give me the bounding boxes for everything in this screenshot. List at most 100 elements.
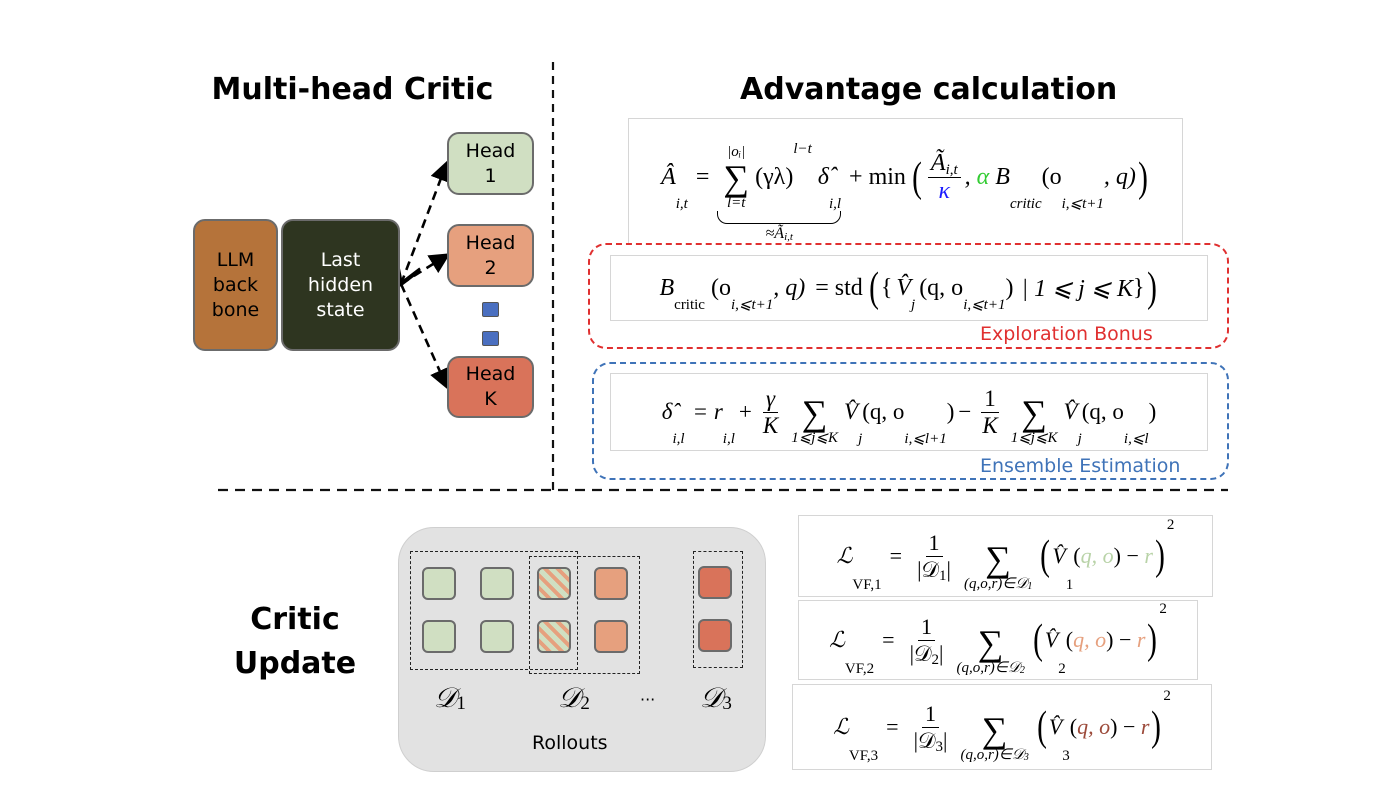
brace-close: } [1132, 274, 1145, 301]
sigma: ∑ [1021, 392, 1047, 433]
numerator: 1 [918, 614, 936, 641]
subscript: VF,2 [844, 660, 875, 677]
arrow-to-head-k [399, 283, 450, 390]
kappa: κ [938, 178, 951, 204]
subscript: 2 [931, 651, 940, 668]
paren-close: ) [946, 399, 955, 424]
rollout-sample [594, 567, 628, 600]
paren-open: ( [868, 265, 879, 311]
denominator: |𝒟 [909, 640, 932, 666]
sum: ∑1⩽j⩽K [1011, 395, 1058, 446]
brace-open: { [880, 274, 893, 301]
loss-symbol: ℒ [836, 543, 853, 568]
v-hat: V̂ [1063, 399, 1078, 424]
llm-backbone-block: LLM back bone [193, 219, 278, 351]
sigma: ∑ [723, 157, 750, 198]
loss-symbol: ℒ [833, 714, 849, 739]
subscript: i,⩽l+1 [904, 430, 947, 447]
subscript: i,⩽l [1123, 430, 1149, 447]
minus: − [1117, 714, 1141, 739]
reward: r [1136, 627, 1146, 652]
subscript: 2 [580, 693, 590, 714]
square: 2 [1159, 600, 1167, 617]
plus-min: + min [849, 164, 906, 190]
minus: − [1120, 543, 1145, 568]
subscript: 1 [1027, 580, 1033, 592]
gamma-lambda: (γλ) [755, 164, 794, 190]
paren-open: ( [1032, 617, 1043, 663]
rollout-sample [698, 619, 732, 652]
subscript: 2 [1019, 664, 1025, 676]
subscript: j [911, 297, 916, 313]
minus: − [958, 399, 972, 424]
reward: r [1144, 543, 1153, 568]
subscript: 1 [456, 693, 466, 714]
delta: δ̂ [661, 399, 673, 424]
subset-d3-outline [693, 551, 743, 668]
subset-d1-outline [410, 551, 578, 670]
subscript: 3 [722, 693, 732, 714]
bar: | [943, 727, 948, 753]
rollout-sample [594, 620, 628, 653]
rollout-sample [422, 567, 456, 600]
paren-open: ( [1036, 704, 1047, 750]
q-o: q, o [1073, 627, 1107, 652]
sigma: ∑ [801, 392, 828, 433]
superscript: l−t [793, 140, 812, 157]
head-k-block: Head K [447, 356, 534, 418]
delta: δ̂ [817, 164, 829, 190]
paren: ) [1106, 627, 1114, 652]
numerator: 1 [922, 701, 940, 728]
subscript: i,⩽t+1 [963, 297, 1006, 313]
ellipsis-dot-icon [482, 302, 499, 317]
equals: = [882, 627, 895, 652]
sum-upper: |oᵢ| [727, 143, 746, 160]
denominator: |𝒟 [917, 556, 940, 582]
rollout-sample [480, 620, 514, 653]
numerator: 1 [981, 386, 999, 413]
paren-close: ) [1146, 265, 1157, 311]
subscript: 2 [1058, 660, 1066, 677]
paren: ( [1065, 627, 1074, 652]
advantage-symbol: Â [661, 164, 676, 190]
bar: | [946, 556, 951, 582]
v-hat: V̂ [1044, 627, 1059, 652]
ellipsis-dot-icon [482, 331, 499, 346]
v-hat: V̂ [844, 399, 859, 424]
subset-ellipsis: ··· [640, 690, 656, 709]
rollout-sample-shared [537, 620, 571, 653]
arrow-to-head-2 [400, 253, 451, 286]
d-symbol: 𝒟 [700, 683, 723, 714]
subscript: critic [674, 297, 705, 313]
exploration-bonus-group [588, 243, 1229, 349]
underbrace [717, 210, 842, 224]
subscript: i,t [945, 162, 958, 178]
equals: = [695, 164, 710, 190]
subscript: 3 [935, 738, 944, 755]
v-hat: V̂ [1052, 543, 1066, 568]
approx-a: ≈Ã [765, 224, 785, 242]
sum-lower: 1⩽j⩽K [1010, 429, 1058, 446]
subscript: 1 [1065, 576, 1074, 593]
equals: = [889, 543, 903, 568]
sigma: ∑ [977, 622, 1004, 663]
sum-lower: (q,o,r)∈𝒟 [956, 659, 1020, 676]
d-symbol: 𝒟 [558, 683, 581, 714]
head-1-block: Head 1 [447, 132, 534, 195]
